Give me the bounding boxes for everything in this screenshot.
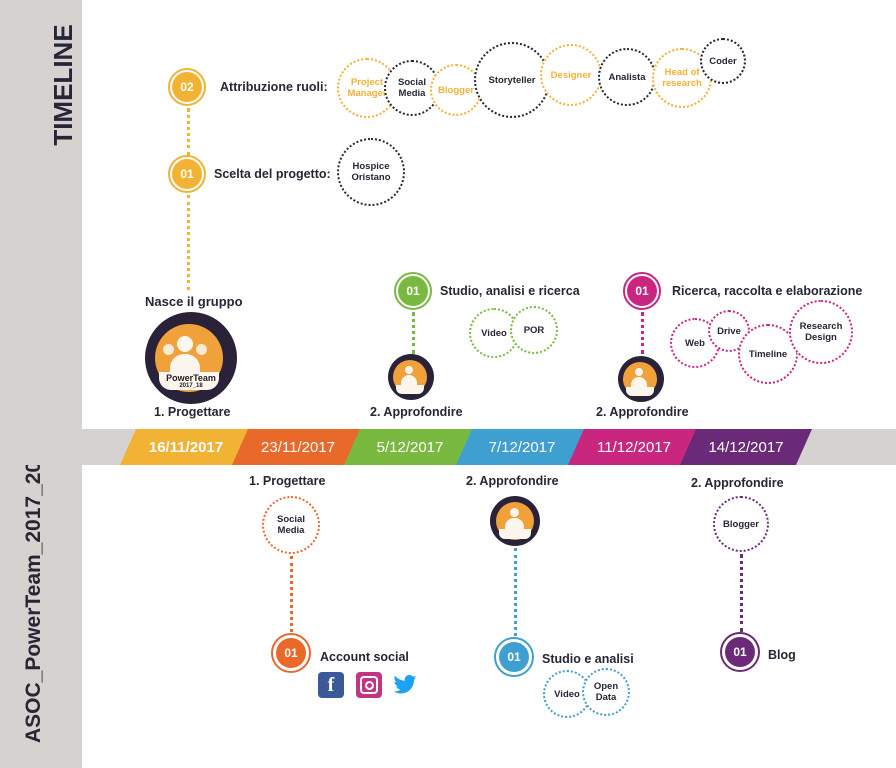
magenta-bubble-research-design: Research Design <box>789 300 853 364</box>
magenta-step-badge: 01 <box>623 272 661 310</box>
instagram-icon <box>356 672 382 698</box>
step-01-label: Scelta del progetto: <box>214 167 331 181</box>
step-01-badge: 01 <box>168 155 206 193</box>
date-segment-4: 7/12/2017 <box>456 429 588 465</box>
role-designer: Designer <box>540 44 602 106</box>
green-bubble-video: Video <box>469 308 519 358</box>
purple-step-badge: 01 <box>720 632 760 672</box>
facebook-icon: f <box>318 672 344 698</box>
connector-yellow-1 <box>187 108 190 156</box>
green-step-number: 01 <box>398 276 428 306</box>
sidebar-title-timeline: TIMELINE <box>48 24 78 146</box>
purple-bubble-blogger: Blogger <box>713 496 769 552</box>
date-segment-2: 23/11/2017 <box>232 429 364 465</box>
sidebar <box>0 0 82 768</box>
phase-label-bottom-purple: 2. Approfondire <box>691 476 784 490</box>
sidebar-title-team: ASOC_PowerTeam_2017_2018 <box>22 437 45 743</box>
orange-step-badge: 01 <box>271 633 311 673</box>
purple-step-number: 01 <box>725 637 755 667</box>
purple-step-label: Blog <box>768 648 796 662</box>
phase-label-bottom-blue: 2. Approfondire <box>466 474 559 488</box>
powerteam-logo-magenta <box>618 356 664 402</box>
connector-purple <box>740 554 743 632</box>
logo-sub: 2017_18 <box>179 383 203 389</box>
date-segment-3: 5/12/2017 <box>344 429 476 465</box>
powerteam-logo-large: PowerTeam 2017_18 <box>145 312 237 404</box>
step-02-number: 02 <box>172 72 202 102</box>
powerteam-logo-blue <box>490 496 540 546</box>
role-coder: Coder <box>700 38 746 84</box>
orange-step-number: 01 <box>276 638 306 668</box>
step-01-number: 01 <box>172 159 202 189</box>
green-step-label: Studio, analisi e ricerca <box>440 284 580 298</box>
role-analista: Analista <box>598 48 656 106</box>
connector-yellow-2 <box>187 195 190 290</box>
phase-label-top-green: 2. Approfondire <box>370 405 463 419</box>
twitter-icon <box>392 672 418 698</box>
connector-blue <box>514 548 517 636</box>
step-02-label: Attribuzione ruoli: <box>220 80 328 94</box>
blue-step-badge: 01 <box>494 637 534 677</box>
logo-name: PowerTeam <box>166 373 216 383</box>
blue-step-number: 01 <box>499 642 529 672</box>
orange-bubble-social-media: Social Media <box>262 496 320 554</box>
role-blogger: Blogger <box>430 64 482 116</box>
powerteam-logo-green <box>388 354 434 400</box>
date-segment-1: 16/11/2017 <box>120 429 252 465</box>
magenta-step-label: Ricerca, raccolta e elaborazione <box>672 284 863 298</box>
green-step-badge: 01 <box>394 272 432 310</box>
phase-label-bottom-orange: 1. Progettare <box>249 474 326 488</box>
step-02-badge: 02 <box>168 68 206 106</box>
group-birth-label: Nasce il gruppo <box>145 294 243 309</box>
connector-orange <box>290 556 293 632</box>
connector-magenta <box>641 312 644 354</box>
project-hospice-oristano: Hospice Oristano <box>337 138 405 206</box>
blue-bubble-open-data: Open Data <box>582 668 630 716</box>
green-bubble-por: POR <box>510 306 558 354</box>
orange-step-label: Account social <box>320 650 409 664</box>
magenta-step-number: 01 <box>627 276 657 306</box>
role-storyteller: Storyteller <box>474 42 550 118</box>
phase-label-top-magenta: 2. Approfondire <box>596 405 689 419</box>
date-segment-5: 11/12/2017 <box>568 429 700 465</box>
blue-step-label: Studio e analisi <box>542 652 634 666</box>
date-segment-6: 14/12/2017 <box>680 429 812 465</box>
connector-green <box>412 312 415 354</box>
phase-label-top-1: 1. Progettare <box>154 405 231 419</box>
